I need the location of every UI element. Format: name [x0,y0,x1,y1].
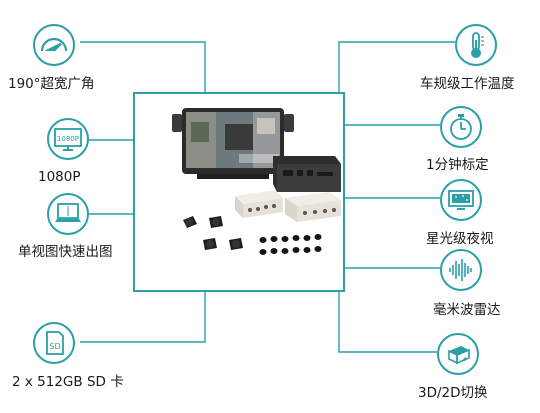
radar-wave-icon [449,259,472,281]
feature-sd-card-circle: SD [33,322,75,364]
laptop-split-view-icon [55,203,81,222]
feature-wide-angle-circle [33,24,75,66]
feature-1080p-label: 1080P [38,169,81,185]
feature-radar-label: 毫米波雷达 [433,302,501,318]
sd-card-icon-text: SD [49,342,60,351]
feature-3d-label: 3D/2D切换 [418,385,488,401]
feature-sd-card-label: 2 x 512GB SD 卡 [12,374,124,390]
thermometer-icon [471,32,484,58]
product-image-frame [133,92,345,292]
feature-single-view-circle [47,193,89,235]
night-vision-monitor-icon [448,190,474,210]
cameras [183,216,243,250]
feature-wide-angle-label: 190°超宽广角 [8,76,95,92]
monitor-1080p-icon-text: 1080P [57,135,79,143]
stopwatch-icon [450,114,472,140]
feature-night-vision-label: 星光级夜视 [426,231,494,247]
monitor-display [172,108,294,179]
radar-control-box-1 [235,190,283,218]
monitor-1080p-icon: 1080P [54,128,82,151]
3d-cube-icon [448,346,470,365]
feature-1080p-circle: 1080P [47,118,89,160]
speedometer-angle-icon [40,37,68,52]
feature-single-view-label: 单视图快速出图 [18,244,113,260]
feature-temperature-circle [455,24,497,66]
product-photo [172,108,341,255]
radar-sensors [259,234,322,255]
feature-radar-circle [440,249,482,291]
sd-card-icon: SD [46,331,64,355]
feature-temperature-label: 车规级工作温度 [420,76,515,92]
dvr-box [273,156,341,192]
feature-night-vision-circle [440,179,482,221]
feature-3d-circle [437,333,479,375]
radar-control-box-2 [285,192,341,222]
feature-calibration-label: 1分钟标定 [426,157,489,173]
feature-calibration-circle [440,106,482,148]
